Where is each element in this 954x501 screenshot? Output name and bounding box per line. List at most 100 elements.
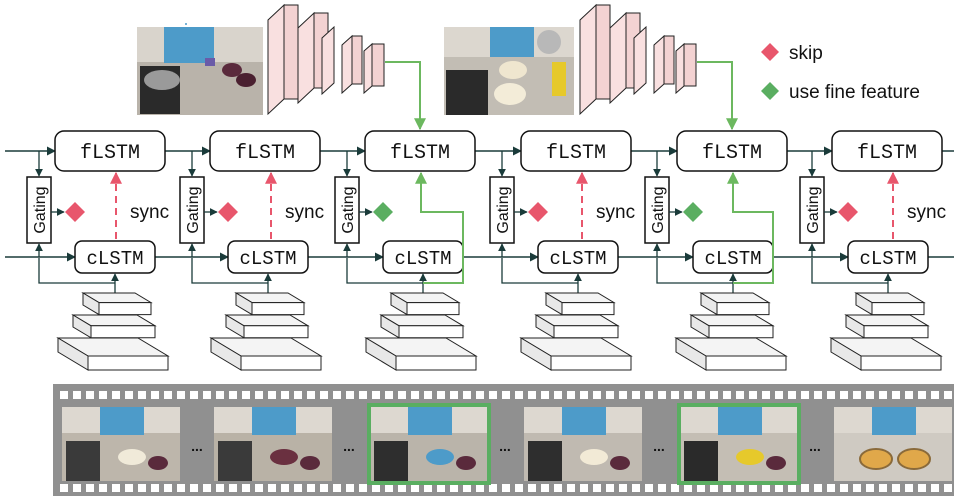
coarse-cnn-layer bbox=[844, 314, 930, 339]
legend-skip-diamond bbox=[761, 43, 779, 61]
film-hole bbox=[242, 391, 250, 399]
film-hole bbox=[190, 484, 198, 492]
coarse-feature-feed bbox=[191, 258, 268, 284]
skip-diamond bbox=[218, 202, 238, 222]
film-hole bbox=[684, 391, 692, 399]
clstm-label: cLSTM bbox=[86, 248, 143, 270]
film-hole bbox=[801, 391, 809, 399]
film-hole bbox=[671, 391, 679, 399]
film-hole bbox=[190, 391, 198, 399]
film-hole bbox=[684, 484, 692, 492]
film-hole bbox=[320, 391, 328, 399]
film-hole bbox=[411, 484, 419, 492]
clstm-label: cLSTM bbox=[549, 248, 606, 270]
film-hole bbox=[164, 391, 172, 399]
film-hole bbox=[853, 391, 861, 399]
film-hole bbox=[502, 391, 510, 399]
film-hole bbox=[905, 484, 913, 492]
film-hole bbox=[619, 391, 627, 399]
clstm-box bbox=[227, 240, 309, 274]
gating-label: Gating bbox=[32, 186, 49, 233]
film-hole bbox=[333, 391, 341, 399]
film-hole bbox=[554, 391, 562, 399]
film-hole bbox=[177, 391, 185, 399]
film-hole bbox=[255, 484, 263, 492]
fine-feature-update-path bbox=[727, 171, 774, 284]
film-hole bbox=[801, 484, 809, 492]
film-hole bbox=[788, 391, 796, 399]
clstm-box bbox=[847, 240, 929, 274]
sync-label: sync bbox=[907, 202, 946, 223]
flstm-box bbox=[54, 130, 166, 172]
use-fine-diamond bbox=[373, 202, 393, 222]
film-hole bbox=[827, 484, 835, 492]
coarse-cnn-layer bbox=[234, 292, 306, 316]
coarse-cnn-layer bbox=[519, 337, 633, 371]
film-hole bbox=[346, 391, 354, 399]
film-hole bbox=[73, 391, 81, 399]
film-hole bbox=[931, 484, 939, 492]
film-hole bbox=[775, 484, 783, 492]
gating-box bbox=[489, 176, 515, 244]
film-hole bbox=[359, 484, 367, 492]
film-hole bbox=[723, 391, 731, 399]
film-hole bbox=[333, 484, 341, 492]
frame-gap-ellipsis: ... bbox=[343, 438, 355, 454]
skip-diamond bbox=[65, 202, 85, 222]
film-hole bbox=[203, 484, 211, 492]
film-hole bbox=[112, 484, 120, 492]
fine-frame-highlight bbox=[367, 403, 491, 485]
clstm-label: cLSTM bbox=[394, 248, 451, 270]
clstm-label: cLSTM bbox=[239, 248, 296, 270]
gating-label: Gating bbox=[185, 186, 202, 233]
film-hole bbox=[931, 391, 939, 399]
film-hole bbox=[580, 484, 588, 492]
cnn-fine-2 bbox=[579, 3, 697, 116]
film-hole bbox=[359, 391, 367, 399]
film-hole bbox=[528, 484, 536, 492]
film-hole bbox=[476, 484, 484, 492]
film-frame-2 bbox=[214, 407, 332, 481]
fine-feature-path-1 bbox=[385, 61, 426, 131]
coarse-cnn-layer bbox=[689, 314, 775, 339]
timestep-1: fLSTM cLSTM Gating sync bbox=[26, 130, 170, 371]
film-hole bbox=[593, 391, 601, 399]
film-hole bbox=[125, 391, 133, 399]
gating-box bbox=[179, 176, 205, 244]
film-hole bbox=[372, 391, 380, 399]
frame-gap-ellipsis: ... bbox=[499, 438, 511, 454]
coarse-cnn-layer bbox=[224, 314, 310, 339]
gating-label: Gating bbox=[650, 186, 667, 233]
film-hole bbox=[554, 484, 562, 492]
film-hole bbox=[164, 484, 172, 492]
film-hole bbox=[99, 391, 107, 399]
film-hole bbox=[892, 391, 900, 399]
sync-label: sync bbox=[130, 202, 169, 223]
film-hole bbox=[723, 484, 731, 492]
film-hole bbox=[489, 484, 497, 492]
film-hole bbox=[710, 391, 718, 399]
film-hole bbox=[203, 391, 211, 399]
film-hole bbox=[645, 391, 653, 399]
film-hole bbox=[710, 484, 718, 492]
skip-diamond bbox=[838, 202, 858, 222]
gating-box bbox=[334, 176, 360, 244]
film-hole bbox=[736, 484, 744, 492]
film-hole bbox=[697, 391, 705, 399]
film-hole bbox=[372, 484, 380, 492]
coarse-cnn-layer bbox=[71, 314, 157, 339]
film-hole bbox=[112, 391, 120, 399]
coarse-cnn-layer bbox=[534, 314, 620, 339]
flstm-label: fLSTM bbox=[80, 142, 140, 165]
flstm-label: fLSTM bbox=[390, 142, 450, 165]
film-hole bbox=[814, 391, 822, 399]
cnn-fine-1 bbox=[267, 3, 385, 116]
coarse-cnn-layer bbox=[854, 292, 926, 316]
film-hole bbox=[229, 391, 237, 399]
film-hole bbox=[853, 484, 861, 492]
film-hole bbox=[762, 484, 770, 492]
film-hole bbox=[619, 484, 627, 492]
film-hole bbox=[177, 484, 185, 492]
